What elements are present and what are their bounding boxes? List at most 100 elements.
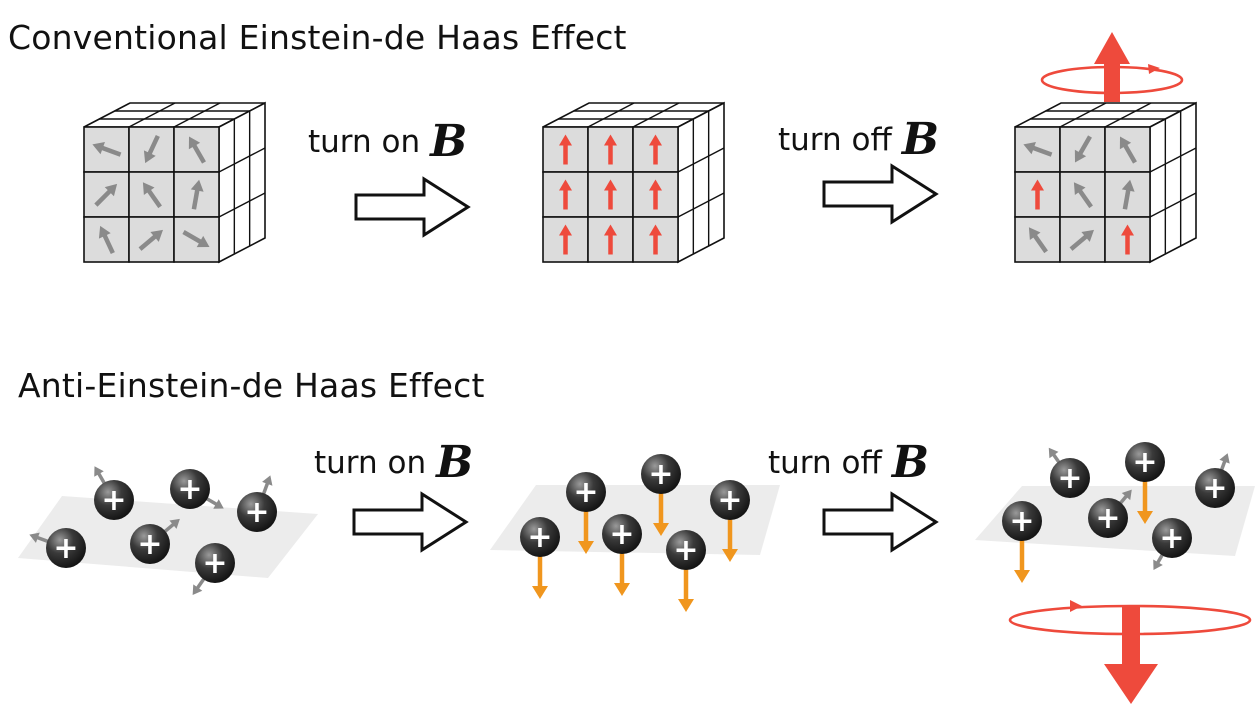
arrow-head: [196, 235, 210, 248]
spin-arrow-icon: [98, 225, 115, 255]
ion-charge: +: [53, 531, 78, 566]
arrow-head: [1048, 447, 1059, 459]
hollow-right-arrow-icon: [352, 491, 469, 553]
spin-arrow-icon: [142, 182, 162, 209]
ion-sphere-icon: +: [237, 492, 277, 532]
ion-sphere-icon: +: [710, 480, 750, 520]
cube-grid-line: [677, 147, 725, 173]
ion-charge: +: [527, 520, 552, 555]
ion-charge: +: [573, 475, 598, 510]
spin-arrow-icon: [604, 224, 617, 255]
arrow-head: [1014, 570, 1030, 583]
arrow-head: [1081, 229, 1094, 242]
spin-arrow-icon: [1031, 179, 1044, 210]
orbital-moment-arrow: [653, 492, 669, 536]
orbital-moment-arrow: [722, 518, 738, 562]
arrow-head: [604, 224, 617, 236]
cube-side-face: [1149, 101, 1197, 264]
ion-body: [46, 528, 86, 568]
ion-body: [666, 530, 706, 570]
cube-grid-line: [677, 192, 725, 218]
arrow-head: [1023, 142, 1036, 155]
spin-arrow-icon: [1023, 142, 1053, 157]
arrow-head: [94, 466, 104, 477]
ion-sphere-icon: +: [1088, 498, 1128, 538]
arrow-shaft: [1032, 234, 1048, 254]
cube-grid-line: [218, 147, 266, 173]
arrow-shaft: [102, 234, 115, 255]
ion-body: [94, 480, 134, 520]
ion-charge: +: [202, 546, 227, 581]
rotation-arrowhead: [1070, 600, 1082, 612]
ion-body: [1195, 468, 1235, 508]
orbital-moment-arrow: [678, 568, 694, 612]
ion-body: [566, 472, 606, 512]
arrow-shaft: [1078, 135, 1092, 155]
arrow-shaft: [1122, 189, 1131, 210]
title-anti: Anti-Einstein-de Haas Effect: [18, 366, 485, 405]
ion-body: [1125, 442, 1165, 482]
arrow-head: [1031, 179, 1044, 191]
arrow-shaft: [192, 144, 206, 164]
arrow-head: [262, 475, 273, 486]
ion-charge: +: [101, 483, 126, 518]
spin-arrow-icon: [1121, 179, 1135, 210]
arrow-shaft: [101, 145, 122, 157]
hollow-right-arrow-icon: [354, 176, 471, 238]
arrow-head: [649, 134, 662, 146]
arrow-head: [143, 150, 156, 164]
cube-grid-line: [128, 102, 176, 128]
arrow-head: [188, 136, 201, 150]
arrow-head: [559, 134, 572, 146]
arrow-head: [649, 224, 662, 236]
spin-arrow-icon: [1069, 229, 1094, 251]
spin-arrow-icon: [559, 134, 572, 165]
cube-grid-line: [1059, 102, 1107, 128]
arrow-head: [150, 229, 163, 242]
arrow-head: [1028, 227, 1041, 240]
magnet-cube: [83, 101, 266, 264]
arrow-head: [722, 549, 738, 562]
arrow-head: [604, 134, 617, 146]
ion-charge: +: [1009, 504, 1034, 539]
arrow-head: [649, 179, 662, 191]
arrow-shaft: [146, 189, 162, 209]
field-symbol: B: [891, 437, 930, 488]
ion-sphere-icon: +: [46, 528, 86, 568]
orbital-moment-arrow: [1137, 480, 1153, 524]
ion-body: [1088, 498, 1128, 538]
spin-arrow-icon: [559, 224, 572, 255]
arrow-head: [559, 224, 572, 236]
arrow-head: [1121, 179, 1135, 192]
spin-arrow-icon: [649, 179, 662, 210]
arrow-head: [1219, 453, 1230, 464]
rotation-axis-arrow-shaft: [1104, 62, 1120, 102]
arrow-head: [98, 225, 111, 239]
cube-grid-line: [1149, 147, 1197, 173]
arrow-shaft: [1077, 189, 1093, 209]
ion-sphere-icon: +: [170, 469, 210, 509]
arrow-head: [104, 183, 118, 197]
spin-arrow-icon: [1119, 136, 1137, 164]
field-symbol: B: [901, 114, 940, 165]
rotation-arrowhead: [1148, 64, 1160, 74]
ion-body: [641, 454, 681, 494]
arrow-head: [532, 586, 548, 599]
arrow-head: [559, 179, 572, 191]
ion-charge: +: [244, 495, 269, 530]
arrow-head: [653, 523, 669, 536]
arrow-head: [169, 518, 180, 529]
ion-body: [130, 524, 170, 564]
spin-arrow-icon: [649, 134, 662, 165]
ion-sphere-icon: +: [566, 472, 606, 512]
ion-body: [602, 514, 642, 554]
spin-arrow-icon: [261, 475, 273, 497]
ion-charge: +: [177, 472, 202, 507]
step-text: turn off: [768, 445, 882, 481]
arrow-head: [578, 541, 594, 554]
arrow-shaft: [138, 234, 157, 251]
spin-arrow-icon: [559, 179, 572, 210]
ion-charge: +: [1095, 501, 1120, 536]
